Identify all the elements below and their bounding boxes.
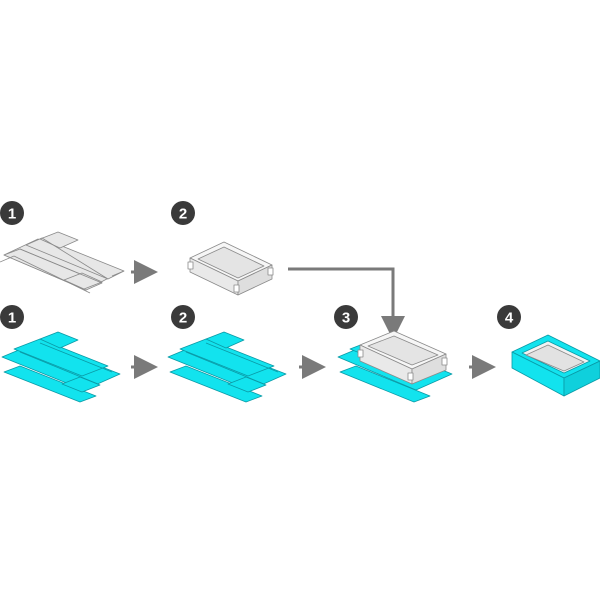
step-badge-top-1: 1 (0, 201, 24, 225)
step-badge-bottom-4: 4 (497, 305, 521, 329)
cyan-blank-stack-icon (167, 331, 287, 403)
step-badge-top-2: 2 (171, 201, 195, 225)
step-number-bottom-3: 3 (342, 310, 350, 327)
folded-tray-icon (187, 241, 274, 296)
step-number-bottom-1: 1 (8, 310, 16, 327)
step-badge-bottom-2: 2 (171, 305, 195, 329)
step-number-bottom-2: 2 (179, 310, 187, 327)
step-badge-bottom-1: 1 (0, 305, 24, 329)
arrow-top-2-to-bottom-3 (288, 267, 405, 340)
flat-tray-blank-icon (0, 231, 125, 294)
step-number-top-2: 2 (179, 206, 187, 223)
flat-cyan-blank-icon (1, 331, 121, 403)
step-badge-bottom-3: 3 (334, 305, 358, 329)
step-number-bottom-4: 4 (505, 310, 514, 327)
tray-on-cyan-blank-icon (337, 330, 453, 403)
finished-box-icon (511, 334, 600, 397)
step-number-top-1: 1 (8, 206, 16, 223)
